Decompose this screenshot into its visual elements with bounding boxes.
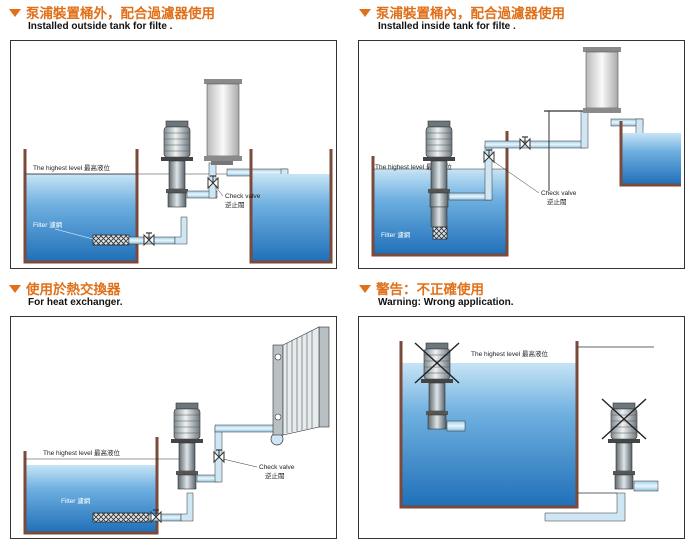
highest-level-label: The highest level 最高液位	[471, 349, 548, 358]
panel-3-title-en: For heat exchanger.	[28, 297, 123, 308]
panel-1-title-en: Installed outside tank for filte .	[28, 21, 173, 32]
check-valve-label-en: Check valve	[541, 190, 577, 197]
panel-installed-inside-tank: The highest level 最高液位 Filter 濾網 Check v…	[358, 40, 685, 269]
filter-label: Filter 濾網	[61, 496, 91, 505]
check-valve-label-zh: 逆止閥	[547, 197, 567, 206]
check-valve-label-zh: 逆止閥	[225, 200, 245, 209]
pump	[607, 402, 641, 490]
panel-2-title-zh: 泵浦裝置桶內，配合過濾器使用	[376, 6, 565, 21]
panel-4-title-zh: 警告：不正確使用	[376, 282, 484, 297]
chevron-down-icon	[9, 9, 21, 17]
filter-label: Filter 濾網	[381, 230, 411, 239]
tank-water	[621, 133, 681, 185]
check-valve-label-en: Check valve	[259, 464, 295, 471]
chevron-down-icon	[359, 9, 371, 17]
check-valve-label-en: Check valve	[225, 193, 261, 200]
panel-heat-exchanger: The highest level 最高液位 Filter 濾網 Check v…	[10, 316, 337, 539]
tank-water	[251, 174, 331, 262]
highest-level-label: The highest level 最高液位	[375, 162, 452, 171]
filter-label: Filter 濾網	[33, 220, 63, 229]
panel-2-title-en: Installed inside tank for filte .	[378, 21, 516, 32]
highest-level-label: The highest level 最高液位	[43, 448, 120, 457]
tank-water	[25, 465, 157, 533]
panel-4-title-en: Warning: Wrong application.	[378, 297, 514, 308]
panel-3-header: 使用於熱交換器 For heat exchanger.	[8, 282, 122, 309]
panel-1-title-zh: 泵浦裝置桶外，配合過濾器使用	[26, 6, 215, 21]
panel-wrong-application: The highest level 最高液位	[358, 316, 685, 539]
heat-exchanger	[272, 326, 330, 436]
filter-tank	[585, 51, 619, 109]
tank-water	[401, 363, 577, 507]
check-valve-label-zh: 逆止閥	[265, 471, 285, 480]
tank-water	[25, 174, 137, 262]
panel-installed-outside-tank: The highest level 最高液位 Filter 濾網 Check v…	[10, 40, 337, 269]
filter-mesh	[92, 512, 150, 523]
panel-3-title-zh: 使用於熱交換器	[26, 282, 121, 297]
panel-4-header: 警告：不正確使用 Warning: Wrong application.	[358, 282, 514, 309]
panel-2-header: 泵浦裝置桶內，配合過濾器使用 Installed inside tank for…	[358, 6, 565, 33]
panel-1-header: 泵浦裝置桶外，配合過濾器使用 Installed outside tank fo…	[8, 6, 215, 33]
filter-mesh	[432, 226, 448, 240]
filter-tank	[206, 83, 240, 157]
filter-mesh	[92, 234, 130, 246]
chevron-down-icon	[359, 285, 371, 293]
highest-level-label: The highest level 最高液位	[33, 163, 110, 172]
chevron-down-icon	[9, 285, 21, 293]
